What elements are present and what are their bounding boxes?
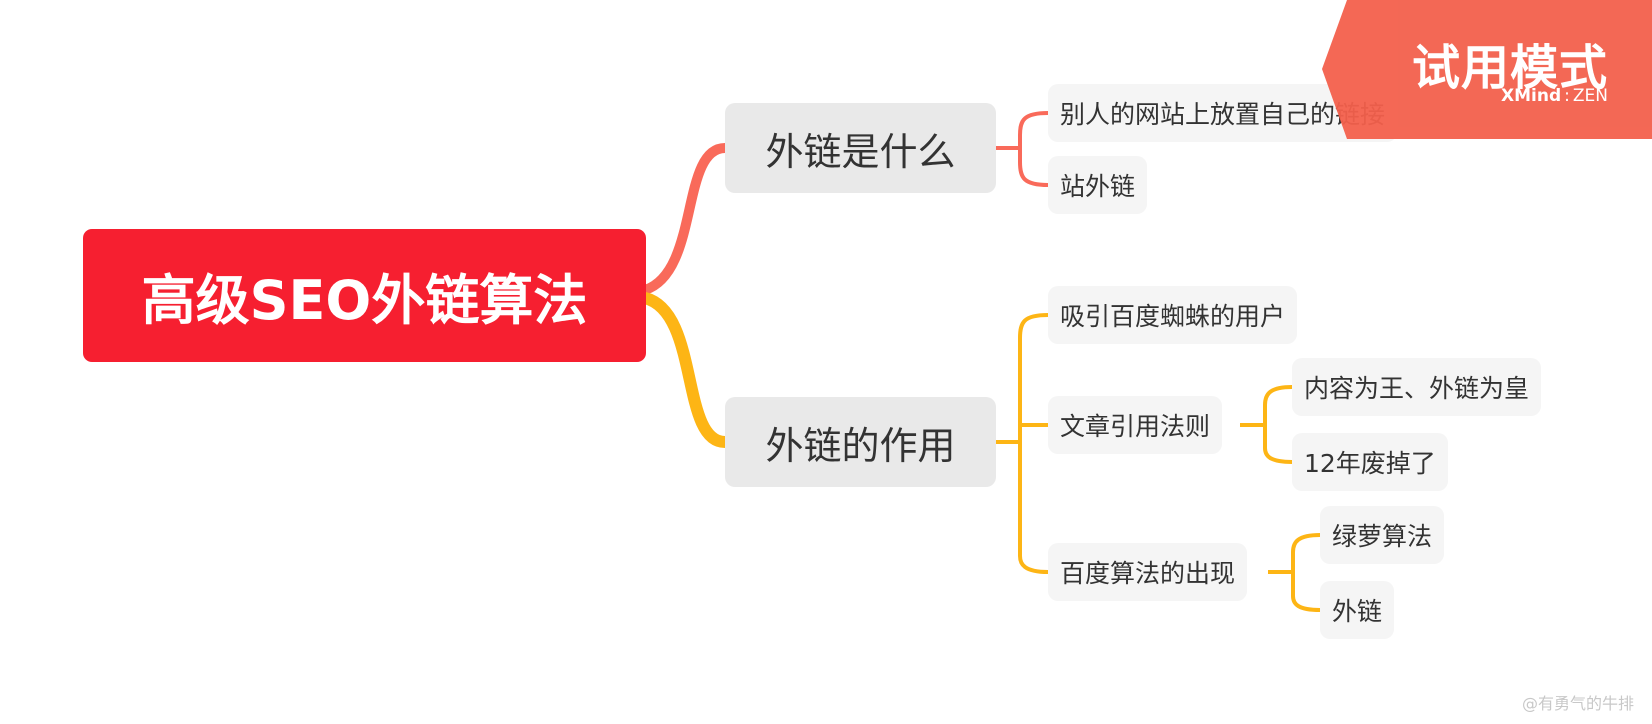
central-topic[interactable]: 高级SEO外链算法 xyxy=(83,229,646,362)
trial-mode-banner: 试用模式 XMind:ZEN xyxy=(1322,0,1652,139)
connector-baidu-children xyxy=(1268,533,1321,612)
main-topic-what-is-backlink[interactable]: 外链是什么 xyxy=(725,103,996,193)
xmind-brand-label: XMind:ZEN xyxy=(1501,86,1608,106)
connector-branch-1-children xyxy=(996,111,1049,187)
subtopic-offsite-link[interactable]: 站外链 xyxy=(1048,156,1148,214)
connector-branch-2-children xyxy=(996,313,1049,574)
main-topic-backlink-function[interactable]: 外链的作用 xyxy=(725,397,996,487)
connector-root-branch-2 xyxy=(639,292,731,448)
subtopic-attract-baidu-spider[interactable]: 吸引百度蜘蛛的用户 xyxy=(1048,286,1298,344)
brand-name: XMind xyxy=(1501,86,1562,106)
brand-separator: : xyxy=(1564,86,1570,106)
subtopic-green-radish-algorithm[interactable]: 绿萝算法 xyxy=(1320,506,1445,564)
connector-article-children xyxy=(1240,385,1293,464)
subtopic-deprecated-2012[interactable]: 12年废掉了 xyxy=(1292,433,1448,491)
subtopic-content-is-king[interactable]: 内容为王、外链为皇 xyxy=(1292,358,1542,416)
connector-root-branch-1 xyxy=(640,143,730,295)
trial-mode-title: 试用模式 xyxy=(1411,40,1608,96)
subtopic-article-citation-rule[interactable]: 文章引用法则 xyxy=(1048,396,1223,454)
author-watermark: @有勇气的牛排 xyxy=(1521,694,1634,713)
subtopic-backlink[interactable]: 外链 xyxy=(1320,581,1395,639)
brand-edition: ZEN xyxy=(1572,86,1608,106)
subtopic-baidu-algorithm[interactable]: 百度算法的出现 xyxy=(1048,543,1248,601)
